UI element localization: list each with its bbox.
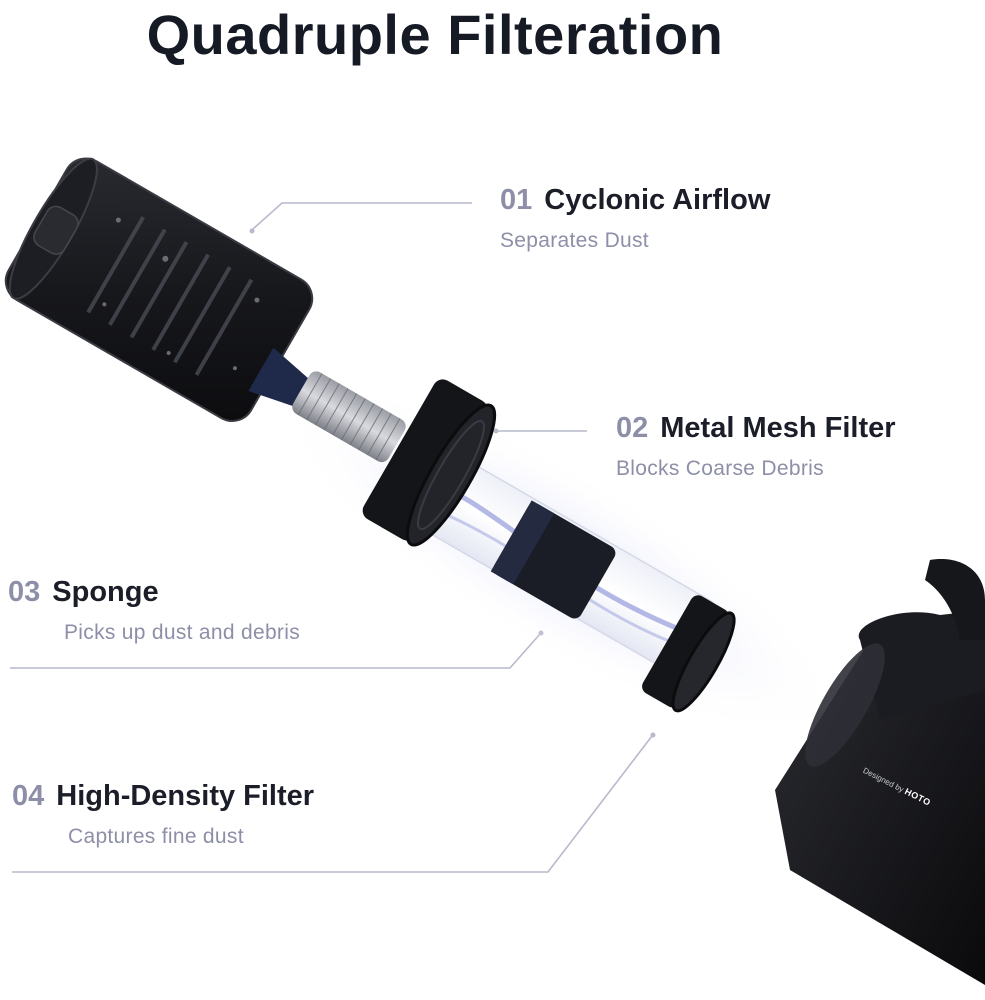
leader-line-01 [252,202,472,230]
feature-01: 01 Cyclonic Airflow Separates Dust [500,184,770,253]
sponge [490,500,616,619]
feature-name: Cyclonic Airflow [544,184,771,216]
leader-line-04 [12,735,653,873]
feature-description: Captures fine dust [68,825,244,848]
feature-description: Blocks Coarse Debris [616,457,824,480]
feature-number: 01 [500,184,533,216]
dust-bin [4,157,314,422]
feature-number: 04 [12,780,45,812]
feature-02: 02 Metal Mesh Filter Blocks Coarse Debris [616,412,896,481]
metal-mesh-filter [248,347,406,463]
feature-name: Sponge [52,576,159,608]
feature-name: Metal Mesh Filter [660,412,896,444]
feature-03: 03 Sponge Picks up dust and debris [8,576,300,645]
feature-description: Picks up dust and debris [64,621,300,644]
feature-number: 03 [8,576,41,608]
filter-ring-small [642,595,736,713]
feature-number: 02 [616,412,649,444]
vacuum-body [775,559,985,985]
feature-name: High-Density Filter [56,780,315,812]
page-title: Quadruple Filteration [146,3,724,66]
feature-description: Separates Dust [500,229,649,252]
filter-ring-large [362,379,497,547]
feature-04: 04 High-Density Filter Captures fine dust [12,780,314,849]
